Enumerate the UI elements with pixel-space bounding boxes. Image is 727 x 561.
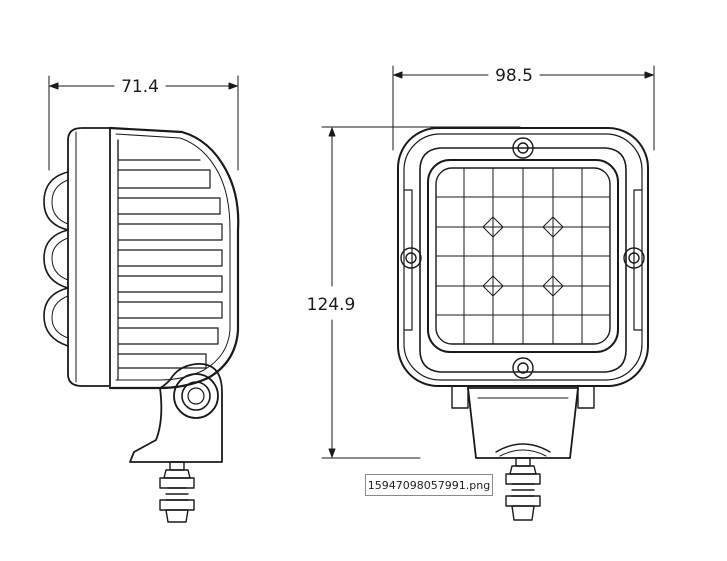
side-bolt <box>159 461 195 523</box>
front-frame <box>419 147 627 373</box>
screw-top <box>512 137 534 159</box>
side-pivot-mid <box>181 381 211 411</box>
side-width-value: 71.4 <box>121 77 159 97</box>
side-width-dimension <box>48 75 239 171</box>
front-side-tabs <box>451 385 595 409</box>
side-housing <box>108 126 240 390</box>
side-cooling-fins <box>117 139 223 381</box>
front-mount <box>467 387 579 459</box>
screw-left <box>400 247 422 269</box>
front-housing-outer <box>397 127 649 387</box>
side-pivot-inner <box>187 387 205 405</box>
screw-right <box>623 247 645 269</box>
file-name-label: 15947098057991.png <box>365 474 493 496</box>
side-bracket <box>129 363 223 463</box>
front-screws <box>400 137 645 379</box>
height-dimension <box>321 126 521 459</box>
front-width-dimension <box>392 65 655 151</box>
side-pivot-outer <box>173 373 219 419</box>
screw-bottom <box>512 357 534 379</box>
front-width-value: 98.5 <box>495 66 533 86</box>
side-view <box>43 75 240 523</box>
front-bolt <box>505 457 541 521</box>
height-value: 124.9 <box>307 295 356 315</box>
front-view <box>321 65 655 521</box>
side-lens-bumps <box>43 171 69 347</box>
front-lens-grid <box>435 167 611 345</box>
side-bezel <box>67 127 111 387</box>
front-lens-outer <box>427 159 619 353</box>
